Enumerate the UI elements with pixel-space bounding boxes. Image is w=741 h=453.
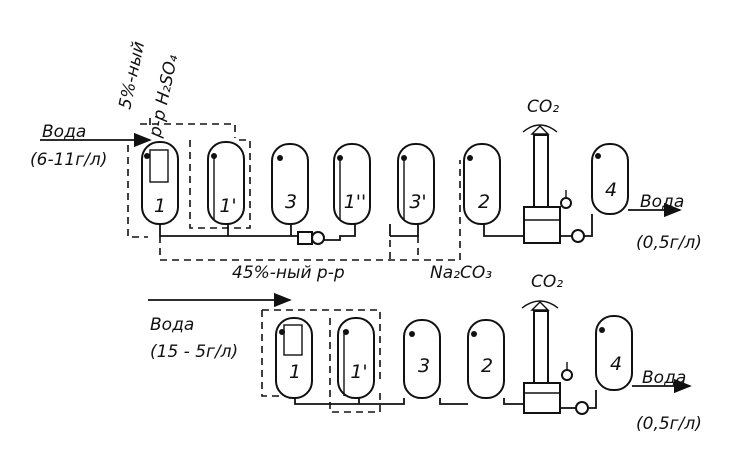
top-soda-label: 45%-ный р-р [232, 263, 345, 283]
top-vessel-3-label: 3 [285, 191, 297, 213]
top-vessel-1-label: 1 [154, 195, 166, 217]
top-vessel-2: 2 [463, 143, 501, 225]
bottom-vessel-2: 2 [467, 319, 505, 399]
top-vessel-3: 3 [271, 143, 309, 225]
bottom-vessel-1-prime: 1' [337, 317, 375, 399]
top-water-out-concentration: (0,5г/л) [636, 233, 702, 253]
bottom-vessel-3: 3 [403, 319, 441, 399]
top-pump-outlet [320, 224, 356, 241]
bottom-water-in-label: Вода [150, 315, 194, 335]
top-soda-formula: Na₂CO₃ [430, 263, 492, 283]
top-pump-1 [297, 231, 325, 245]
bottom-vessel-2-label: 2 [481, 355, 493, 377]
top-vessel-3-prime-label: 3' [409, 191, 426, 213]
top-acid-label-1: 5%-ный [115, 40, 149, 111]
bottom-water-out-concentration: (0,5г/л) [636, 414, 702, 434]
bottom-vessel-4: 4 [595, 315, 633, 391]
top-water-out-label: Вода [640, 192, 684, 212]
top-acid-label-2: р-р H₂SO₄ [145, 53, 182, 140]
bottom-vessel-1-label: 1 [289, 361, 301, 383]
top-pump-2 [571, 229, 585, 243]
bottom-co2-label: CO₂ [531, 272, 563, 292]
top-water-in-label: Вода [42, 122, 86, 142]
top-collector-pipe [159, 224, 300, 237]
top-vessel-3-prime: 3' [397, 143, 435, 225]
bottom-vessel-3-label: 3 [418, 355, 430, 377]
bottom-vessel-1: 1 [275, 317, 313, 399]
top-vessel-1-prime-label: 1' [219, 195, 236, 217]
bottom-pump [575, 401, 589, 415]
bottom-vessel-1-prime-label: 1' [350, 361, 367, 383]
bottom-vessel-4-label: 4 [610, 353, 622, 375]
bottom-scheme: Вода (15 - 5г/л) 1 1' 3 2 [148, 272, 702, 434]
top-soda-line [159, 160, 461, 261]
top-vessel-1: 1 [141, 141, 179, 225]
top-vessel-1-prime: 1' [207, 141, 245, 225]
top-dashed-box [189, 139, 251, 229]
top-vessel-1-double-prime: 1'' [333, 143, 371, 225]
top-dashed-bypass-left [127, 145, 148, 238]
top-vessel-1-double-prime-label: 1'' [344, 191, 367, 213]
top-vessel-2-label: 2 [478, 191, 490, 213]
bottom-dashed-top [262, 309, 381, 380]
bottom-water-out-label: Вода [642, 368, 686, 388]
top-water-in-concentration: (6-11г/л) [30, 150, 107, 170]
bottom-dashed-left [261, 310, 285, 397]
top-scheme: Вода (6-11г/л) 5%-ный р-р H₂SO₄ 1 1' 3 [30, 40, 702, 283]
bottom-collector-pipe [294, 398, 405, 405]
top-vessel-4: 4 [591, 143, 629, 215]
bottom-degasser [521, 300, 573, 414]
top-co2-label: CO₂ [527, 97, 559, 117]
top-vessel-4-label: 4 [605, 179, 617, 201]
bottom-water-in-concentration: (15 - 5г/л) [150, 342, 238, 362]
top-degasser [522, 124, 572, 244]
